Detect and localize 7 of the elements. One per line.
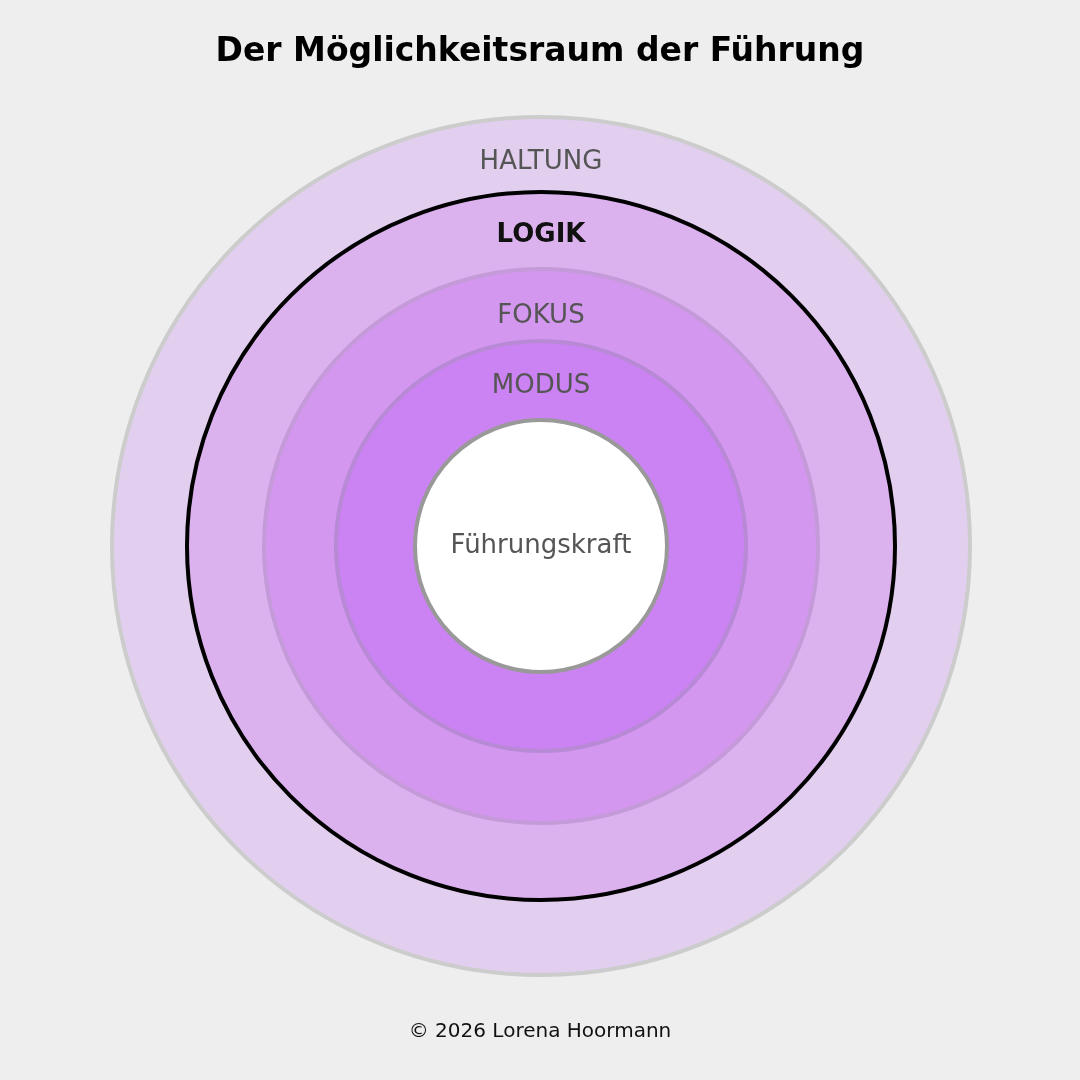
ring-label: HALTUNG (478, 145, 604, 175)
diagram-title: Der Möglichkeitsraum der Führung (214, 30, 866, 69)
ring-label: LOGIK (495, 218, 587, 248)
ring-label: FOKUS (496, 299, 586, 329)
ring-label: MODUS (490, 369, 592, 399)
ring-label: Führungskraft (449, 529, 633, 559)
copyright-note: © 2026 Lorena Hoormann (407, 1018, 673, 1042)
